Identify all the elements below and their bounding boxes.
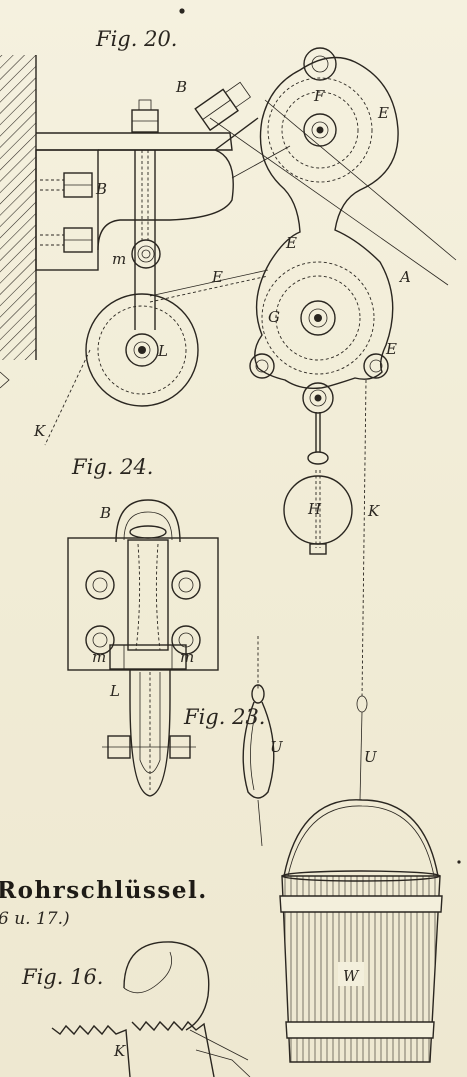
label-k-fig16: K [113,1042,126,1060]
label-l-fig20: L [157,342,168,360]
pulley-l [85,293,199,407]
fig-20-drawing [0,47,457,801]
label-f: F [313,87,325,105]
chain-k-left [44,349,91,446]
fig-24-label: Fig. 24. [71,455,153,479]
label-e-chain: E [211,268,223,286]
label-a: A [398,268,411,286]
fig-20-label: Fig. 20. [95,27,177,51]
label-m: m [112,250,126,268]
label-e-right: E [385,340,397,358]
arm-bolt-top [131,99,159,133]
label-h: H [307,500,322,518]
label-k-right: K [367,502,380,520]
sheave-g [261,261,375,375]
diagonal-bolt [194,81,251,132]
label-b-wall: B [95,180,107,198]
wall-bolt-upper [40,172,93,198]
fig-16-label: Fig. 16. [21,965,103,989]
section-title: Rohrschlüssel. [0,877,208,904]
joint-m [131,239,161,269]
fig-23-label: Fig. 23. [183,705,265,729]
label-k-left: K [33,422,46,440]
label-l-fig24: L [109,682,120,700]
chain-e [149,269,269,303]
label-u-fig23: U [270,738,284,756]
weight-h [283,412,353,555]
label-e-mid: E [285,234,297,252]
label-g: G [268,308,280,326]
label-w: W [343,967,360,985]
label-m-left: m [92,648,106,666]
block-housing [254,56,399,390]
section-subtitle: 6 u. 17.) [0,909,70,929]
fig-16-drawing [51,941,251,1077]
label-b-top: B [175,78,187,96]
wall-hatching [0,55,36,360]
label-b-fig24: B [99,504,111,522]
label-m-right: m [180,648,194,666]
chain-k-right [356,379,368,801]
label-e-top: E [377,104,389,122]
fig-23-drawing [242,636,275,847]
fig-24-drawing [67,499,219,797]
plate-dot [179,8,185,14]
label-u-bucket: U [364,748,378,766]
bucket-w [279,799,443,1063]
wall-bolt-lower [40,227,93,253]
